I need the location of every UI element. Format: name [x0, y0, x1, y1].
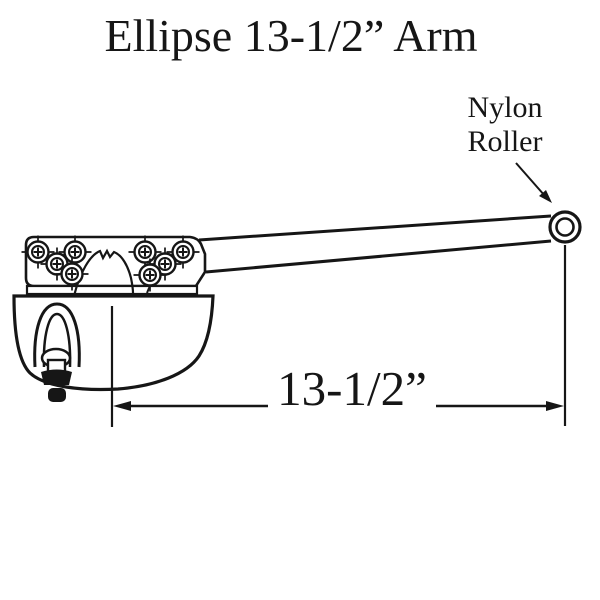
nylon-roller-label: Nylon Roller: [430, 91, 580, 159]
dimension-line: [113, 401, 564, 411]
nylon-roller: [548, 210, 582, 244]
crank-stub: [48, 388, 66, 402]
nylon-roller-label-line2: Roller: [467, 125, 543, 158]
page-title: Ellipse 13-1/2” Arm: [104, 10, 478, 61]
gear-scribble: [72, 248, 135, 297]
crank-nut: [41, 369, 72, 385]
arm-bottom-edge: [205, 239, 552, 274]
nylon-roller-inner: [555, 217, 575, 237]
nylon-roller-ring: [548, 210, 582, 244]
dimension-arrow-right: [546, 401, 564, 411]
arm-top-edge: [198, 214, 552, 242]
dimension-label: 13-1/2”: [277, 361, 427, 416]
crank-hub-inner: [42, 312, 72, 368]
nylon-roller-label-line1: Nylon: [467, 91, 543, 124]
dimension-arrow-left: [113, 401, 131, 411]
mounting-flange: [25, 284, 199, 296]
operator-arm: [198, 214, 552, 274]
leader-arrow: [515, 162, 552, 203]
operator-body: [12, 234, 215, 402]
